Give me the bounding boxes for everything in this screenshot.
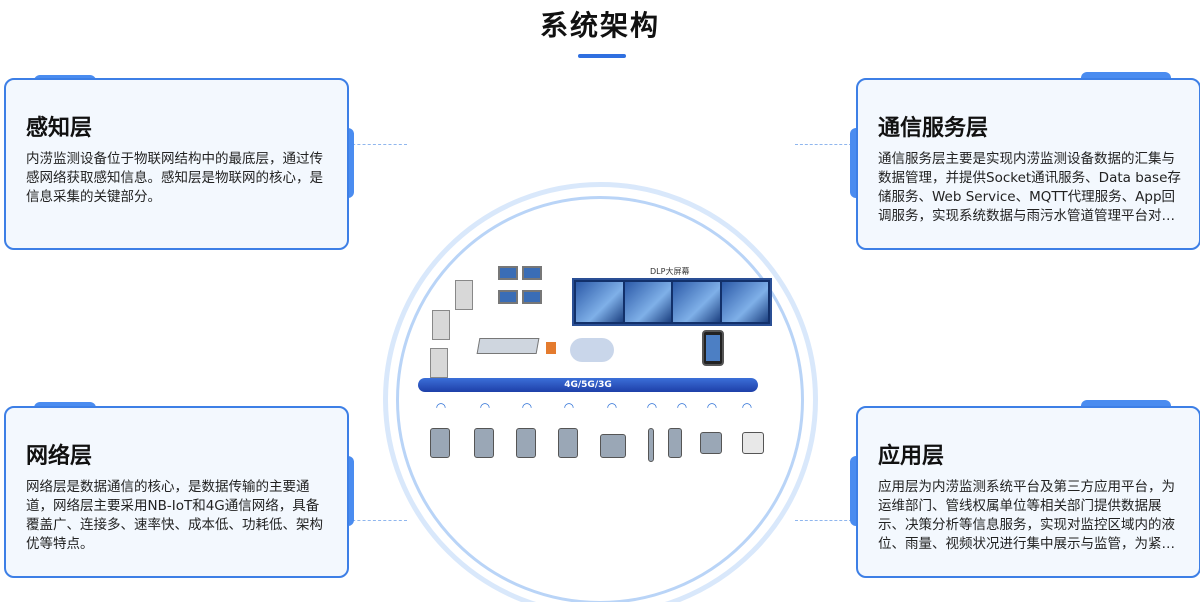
wifi-icon: ◠	[521, 400, 533, 414]
sensor-icon	[668, 428, 682, 458]
title-underline	[578, 54, 626, 58]
connector-bottom-right	[795, 520, 857, 521]
communication-card-body: 通信服务层 通信服务层主要是实现内涝监测设备数据的汇集与数据管理，并提供Sock…	[856, 78, 1200, 250]
monitor-icon	[522, 290, 542, 304]
server-icon	[455, 280, 473, 310]
monitor-icon	[522, 266, 542, 280]
network-card-body: 网络层 网络层是数据通信的核心，是数据传输的主要通道，网络层主要采用NB-IoT…	[4, 406, 349, 578]
outer-ring	[383, 182, 818, 602]
wifi-icon: ◠	[435, 400, 447, 414]
wifi-icon: ◠	[563, 400, 575, 414]
server-icon	[432, 310, 450, 340]
connector-top-right	[795, 144, 857, 145]
page-title: 系统架构	[539, 9, 660, 42]
application-card-body: 应用层 应用层为内涝监测系统平台及第三方应用平台，为运维部门、管线权属单位等相关…	[856, 406, 1200, 578]
communication-text: 通信服务层主要是实现内涝监测设备数据的汇集与数据管理，并提供Socket通讯服务…	[878, 151, 1181, 224]
sensor-icon	[474, 428, 494, 458]
wifi-icon: ◠	[676, 400, 688, 414]
cloud-icon	[570, 338, 614, 362]
network-bar: 4G/5G/3G	[418, 378, 758, 392]
inner-ring	[396, 196, 804, 602]
monitor-icon	[498, 290, 518, 304]
sensor-icon	[742, 432, 764, 454]
wifi-icon: ◠	[606, 400, 618, 414]
wifi-icon: ◠	[646, 400, 658, 414]
server-icon	[430, 348, 448, 378]
wifi-icon: ◠	[706, 400, 718, 414]
sensor-icon	[430, 428, 450, 458]
wifi-icon: ◠	[479, 400, 491, 414]
application-card: 应用层 应用层为内涝监测系统平台及第三方应用平台，为运维部门、管线权属单位等相关…	[850, 400, 1200, 578]
phone-icon	[702, 330, 724, 366]
sensor-icon	[648, 428, 654, 462]
dlp-screen	[572, 278, 772, 326]
application-text: 应用层为内涝监测系统平台及第三方应用平台，为运维部门、管线权属单位等相关部门提供…	[878, 479, 1175, 552]
connector-top-left	[347, 144, 407, 145]
sensor-icon	[700, 432, 722, 454]
firewall-icon	[546, 342, 556, 354]
wifi-icon: ◠	[741, 400, 753, 414]
network-card: 网络层 网络层是数据通信的核心，是数据传输的主要通道，网络层主要采用NB-IoT…	[4, 402, 354, 578]
sensor-icon	[516, 428, 536, 458]
sensor-icon	[600, 434, 626, 458]
network-text: 网络层是数据通信的核心，是数据传输的主要通道，网络层主要采用NB-IoT和4G通…	[26, 479, 323, 552]
perception-card: 感知层 内涝监测设备位于物联网结构中的最底层，通过传感网络获取感知信息。感知层是…	[4, 75, 354, 250]
perception-title: 感知层	[26, 116, 93, 141]
switch-icon	[476, 338, 540, 354]
perception-card-body: 感知层 内涝监测设备位于物联网结构中的最底层，通过传感网络获取感知信息。感知层是…	[4, 78, 349, 250]
monitor-icon	[498, 266, 518, 280]
network-title: 网络层	[26, 444, 93, 469]
perception-text: 内涝监测设备位于物联网结构中的最底层，通过传感网络获取感知信息。感知层是物联网的…	[26, 151, 323, 205]
connector-bottom-left	[347, 520, 407, 521]
sensor-icon	[558, 428, 578, 458]
application-title: 应用层	[878, 444, 945, 469]
communication-title: 通信服务层	[878, 116, 989, 141]
communication-card: 通信服务层 通信服务层主要是实现内涝监测设备数据的汇集与数据管理，并提供Sock…	[850, 72, 1200, 250]
dlp-label: DLP大屏幕	[650, 267, 690, 276]
